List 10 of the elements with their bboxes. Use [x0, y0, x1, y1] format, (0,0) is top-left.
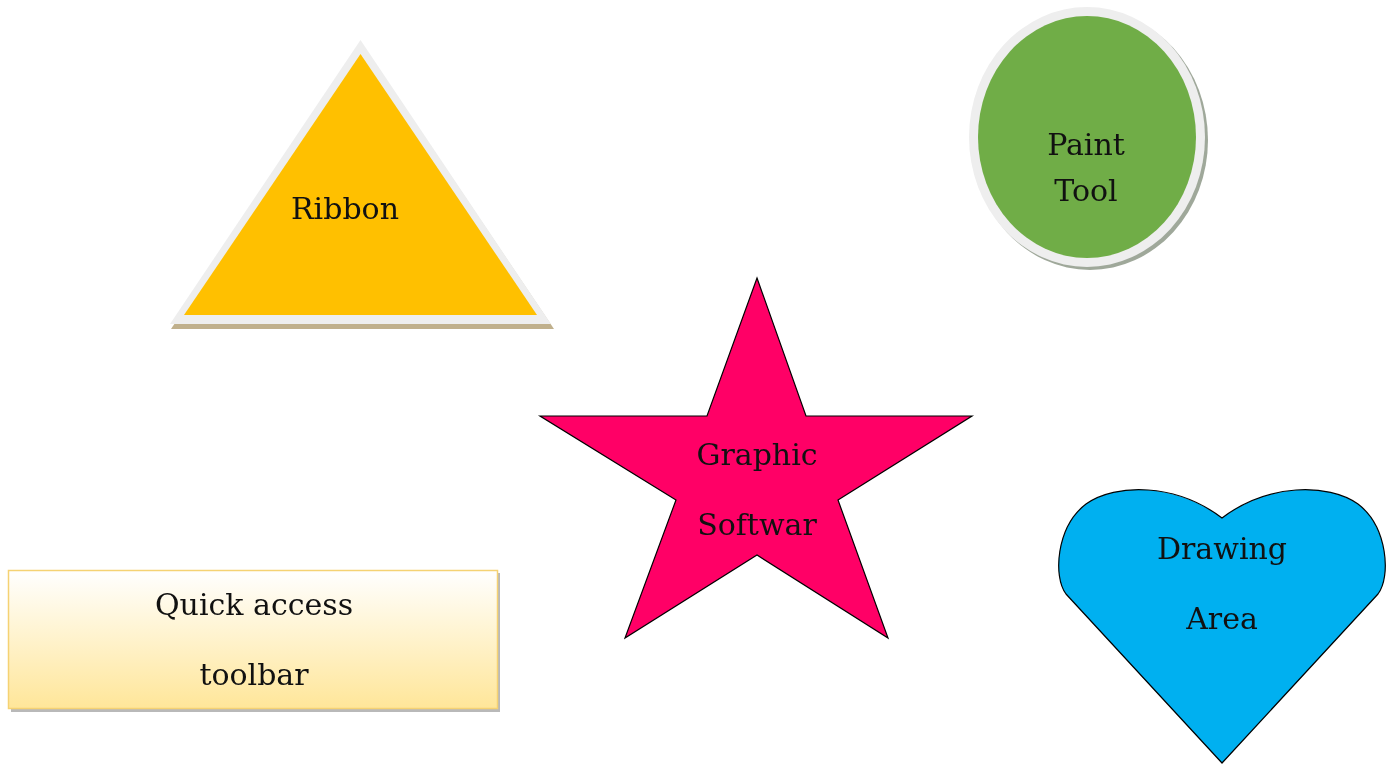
triangle-shape [170, 40, 555, 330]
rectangle-shape [8, 570, 500, 712]
shape-label: Graphic Softwar [695, 436, 819, 544]
shape-label: Ribbon [290, 190, 400, 228]
shape-label: Quick access toolbar [153, 586, 355, 694]
heart-shape [1056, 487, 1388, 764]
star-shape [540, 278, 972, 638]
shape-label: Drawing Area [1155, 530, 1289, 638]
shape-label: Paint Tool [1046, 126, 1126, 210]
circle-shape [966, 4, 1208, 270]
